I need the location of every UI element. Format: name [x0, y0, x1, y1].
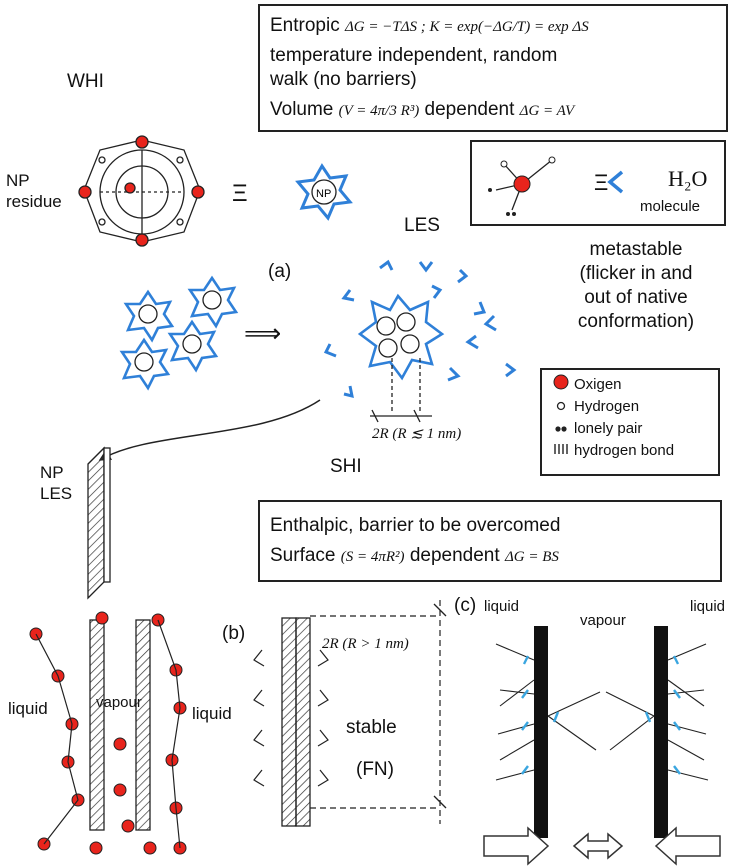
c-liquid-right-label: liquid [690, 598, 726, 615]
entropic-line-4: Volume (V = 4π/3 R³) dependent ΔG = AV [270, 98, 574, 123]
implies-arrow: ⟹ [244, 318, 282, 348]
entropic-formula: ΔG = −TΔS ; K = exp(−ΔG/T) = exp ΔS [344, 19, 589, 35]
surface-formula: (S = 4πR²) [340, 549, 405, 565]
radius-a-label: 2R (R ≲ 1 nm) [372, 426, 462, 442]
liquid-right-label: liquid [192, 704, 232, 723]
stable-label: stable [346, 717, 397, 738]
entropic-line-3: walk (no barriers) [270, 69, 417, 90]
dependent-word-2: dependent [409, 545, 500, 566]
legend-box: Oxigen Hydrogen lonely pair hydrogen bon… [540, 368, 720, 476]
enthalpic-line-2: Surface (S = 4πR²) dependent ΔG = BS [270, 544, 559, 569]
np-residue-label: NP residue [6, 171, 62, 211]
np-star-symbol: NP [295, 163, 353, 221]
metastable-line-3: out of native [584, 287, 688, 308]
les-label: LES [404, 215, 440, 236]
open-circle-icon [548, 398, 574, 415]
panel-c-direction-arrows [483, 826, 721, 866]
legend-item-hydrogen-bond: hydrogen bond [548, 439, 712, 461]
np-les-slab [87, 446, 111, 600]
water-equiv-symbol: Ξ [594, 170, 609, 195]
legend-item-lonely-pair: lonely pair [548, 417, 712, 439]
np-symbol-text: NP [316, 188, 331, 200]
fn-label: (FN) [356, 759, 394, 780]
volume-word: Volume [270, 99, 334, 120]
molecule-label: molecule [640, 198, 701, 215]
enthalpic-box: Enthalpic, barrier to be overcomed Surfa… [258, 500, 722, 582]
delta-g-av-formula: ΔG = AV [519, 103, 575, 119]
c-liquid-left-label: liquid [484, 598, 520, 615]
panel-b-label: (b) [222, 623, 246, 644]
hatch-lines-icon [548, 442, 574, 459]
shi-label: SHI [330, 456, 362, 477]
les-aggregate [323, 259, 517, 423]
delta-g-bs-formula: ΔG = BS [504, 549, 559, 565]
surface-word: Surface [270, 545, 336, 566]
panel-b-molecular-sketch [29, 611, 187, 855]
whi-label: WHI [67, 71, 104, 92]
entropic-word: Entropic [270, 15, 340, 36]
red-dot-icon [548, 374, 574, 394]
np-residue-sketch [78, 135, 205, 247]
panel-a-label: (a) [268, 261, 292, 282]
np-les-label: NP LES [40, 463, 73, 503]
metastable-line-2: (flicker in and [579, 263, 693, 284]
liquid-left-label: liquid [8, 699, 48, 718]
legend-item-oxygen: Oxigen [548, 373, 712, 395]
h2o-formula: H₂O [668, 166, 708, 191]
metastable-line-4: conformation) [577, 311, 695, 332]
radius-b-label: 2R (R > 1 nm) [322, 636, 409, 652]
entropic-box: Entropic ΔG = −TΔS ; K = exp(−ΔG/T) = ex… [258, 4, 728, 132]
solvated-np-group [119, 275, 239, 391]
equiv-symbol: Ξ [232, 180, 248, 207]
water-molecule-box: Ξ H₂O molecule [470, 140, 726, 226]
volume-formula: (V = 4π/3 R³) [338, 103, 420, 119]
water-molecule-sketch [488, 156, 624, 216]
double-dot-icon [548, 420, 574, 437]
metastable-text: metastable (flicker in and out of native… [536, 238, 736, 334]
c-vapour-label: vapour [580, 612, 626, 629]
metastable-line-1: metastable [589, 239, 683, 260]
enthalpic-line-1: Enthalpic, barrier to be overcomed [270, 515, 561, 536]
panel-c-label: (c) [454, 595, 477, 616]
panel-b-slab [253, 600, 447, 827]
panel-c-walls [495, 626, 709, 838]
entropic-line-2: temperature independent, random [270, 45, 558, 66]
vapour-b-label: vapour [96, 694, 142, 711]
shi-curved-arrow [98, 399, 321, 461]
entropic-line-1: Entropic ΔG = −TΔS ; K = exp(−ΔG/T) = ex… [270, 14, 589, 39]
dependent-word: dependent [424, 99, 515, 120]
legend-item-hydrogen: Hydrogen [548, 395, 712, 417]
